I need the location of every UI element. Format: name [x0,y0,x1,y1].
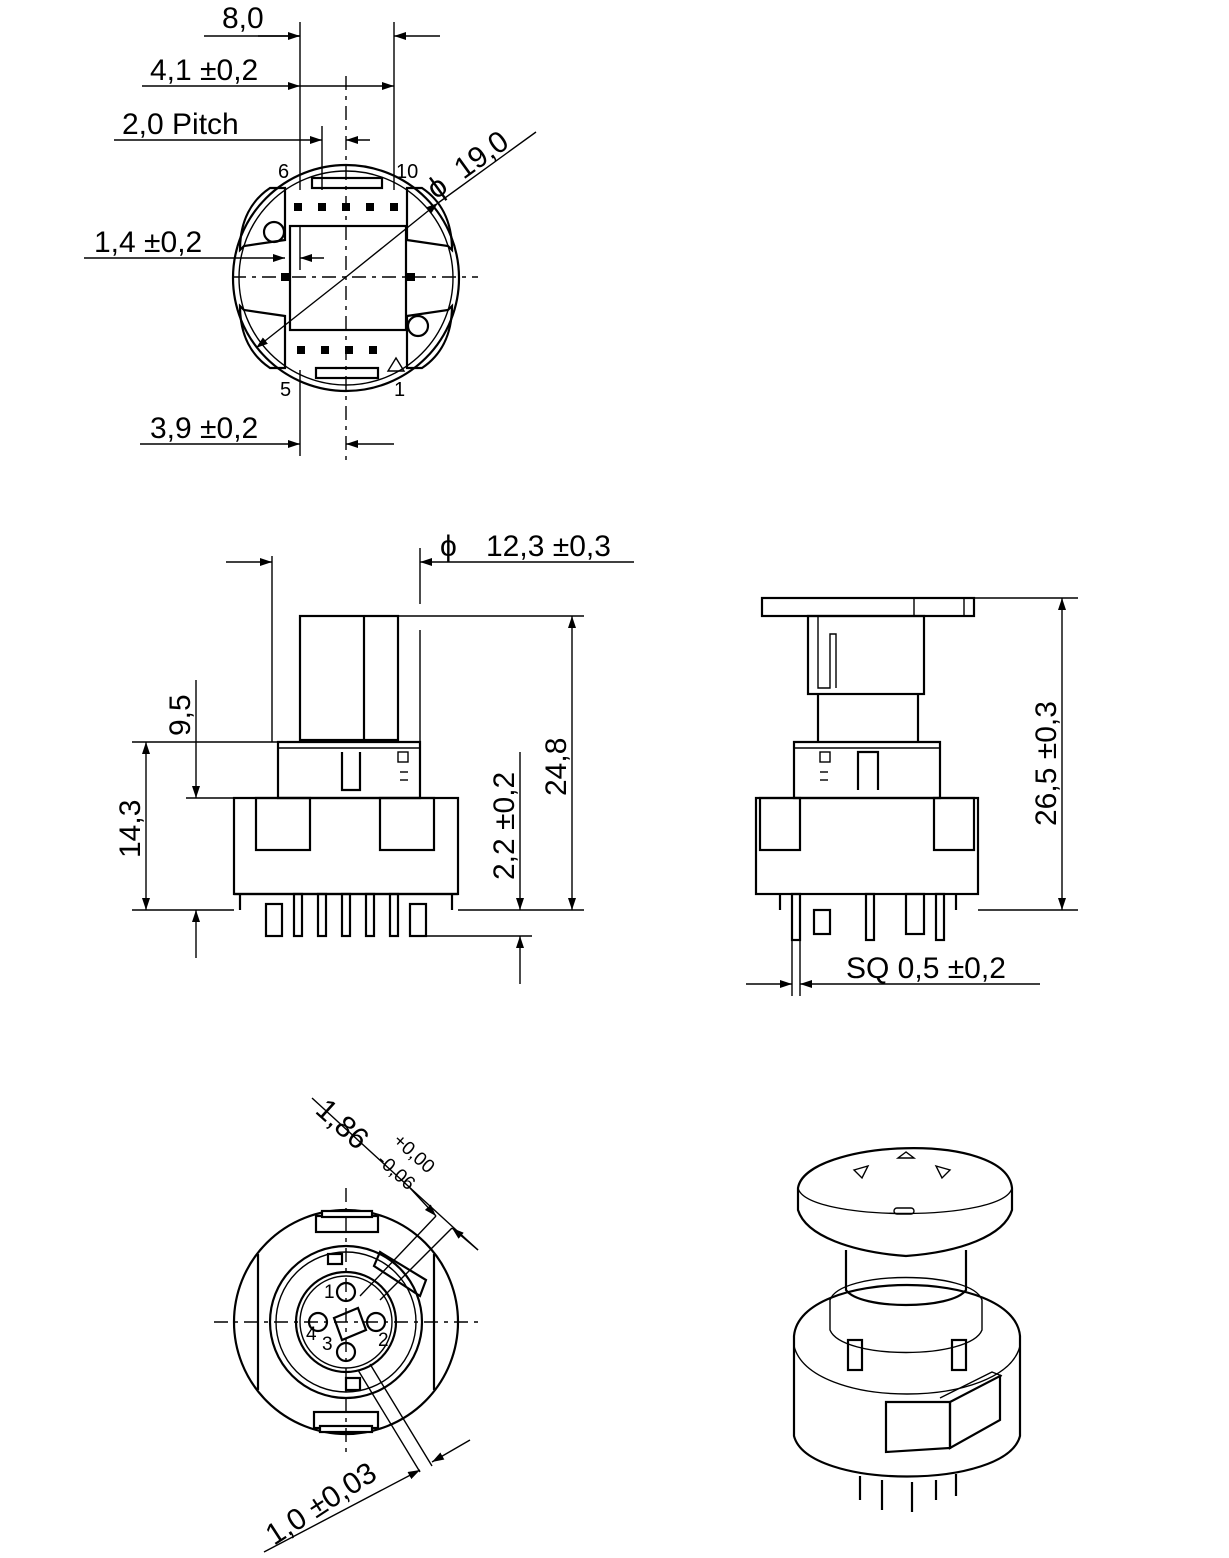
dim-bottom: 3,9 ±0,2 [150,412,258,445]
contact-label-4: 4 [306,1324,317,1345]
pin-label-5: 5 [280,379,291,401]
dim-diameter: 19,0 [448,125,515,186]
dim-pin-square: SQ 0,5 ±0,2 [846,952,1006,985]
pin-label-10: 10 [396,161,418,183]
socket-view: 1 2 3 4 1,86 +0,00 -0,06 1,0 ±0,03 [214,1093,479,1553]
front-view: ϕ 12,3 ±0,3 9,5 14,3 2,2 ±0,2 24,8 [114,530,634,984]
pin-label-6: 6 [278,161,289,183]
dim-width: 8,0 [222,2,264,35]
dim-offset: 4,1 ±0,2 [150,54,258,87]
dim-slot: 1,0 ±0,03 [260,1456,383,1552]
isometric-view [792,1147,1022,1512]
dim-total: 24,8 [540,738,573,796]
dim-left: 1,4 ±0,2 [94,226,202,259]
side-view: 26,5 ±0,3 SQ 0,5 ±0,2 [746,596,1078,996]
pin-label-1: 1 [394,379,405,401]
top-view: 8,0 4,1 ±0,2 2,0 Pitch 1,4 ±0,2 3,9 ±0,2… [84,2,537,460]
dim-front-diameter: 12,3 ±0,3 [486,530,611,563]
dim-side-total: 26,5 ±0,3 [1030,701,1063,826]
dim-pitch: 2,0 Pitch [122,108,239,141]
diameter-symbol: ϕ [421,169,454,206]
contact-label-2: 2 [378,1330,389,1351]
dim-upper: 9,5 [164,694,197,736]
dim-body: 14,3 [114,800,147,858]
dim-pin: 2,2 ±0,2 [488,772,521,880]
contact-label-3: 3 [322,1334,333,1355]
diameter-symbol-front: ϕ [440,530,457,563]
contact-label-1: 1 [324,1282,335,1303]
